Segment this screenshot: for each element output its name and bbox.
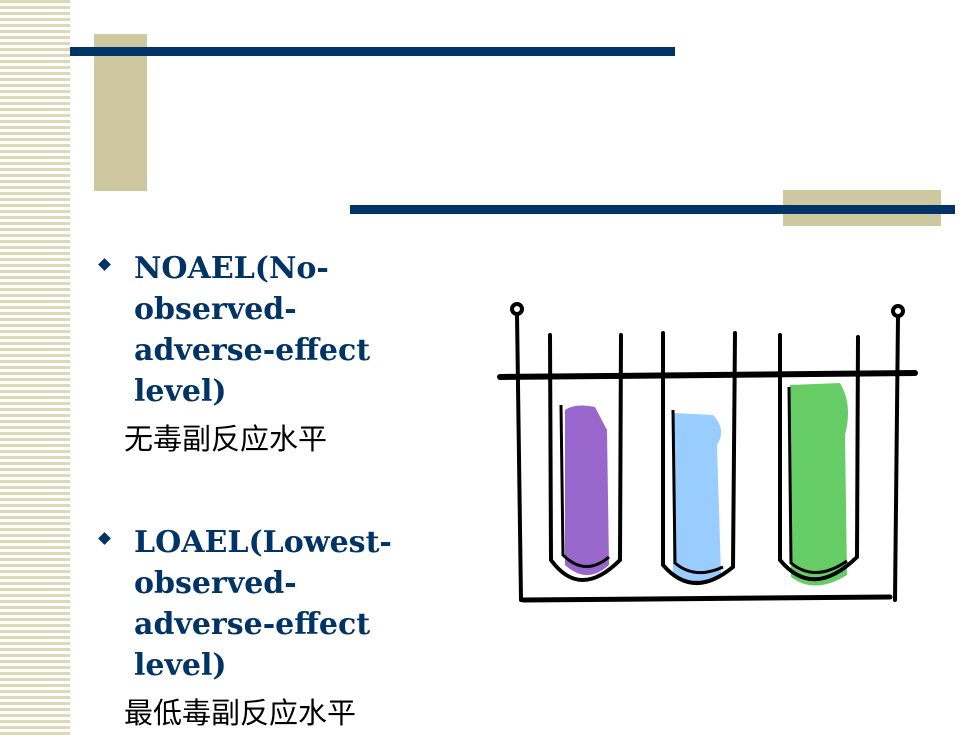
bullet-text: LOAEL(Lowest-observed-adverse-effect lev… xyxy=(134,525,392,683)
tube-outline xyxy=(548,333,623,582)
left-accent-block xyxy=(94,34,147,191)
diamond-bullet-icon xyxy=(98,258,111,271)
purple-liquid xyxy=(565,405,609,575)
bullet-item-noael: NOAEL(No-observed-adverse-effect level) … xyxy=(98,248,434,458)
bullet-list: NOAEL(No-observed-adverse-effect level) … xyxy=(98,248,434,732)
bullet-subtext: 最低毒副反应水平 xyxy=(124,696,357,730)
blue-liquid xyxy=(673,413,722,583)
top-title-bar-overlay xyxy=(94,47,147,56)
bullet-subtext: 无毒副反应水平 xyxy=(124,422,328,456)
bullet-item-loael: LOAEL(Lowest-observed-adverse-effect lev… xyxy=(98,522,434,732)
bullet-text: NOAEL(No-observed-adverse-effect level) xyxy=(134,251,371,409)
diamond-bullet-icon xyxy=(98,532,111,545)
mid-divider-bar xyxy=(350,205,955,214)
tube-outline xyxy=(661,331,737,585)
tube-outline xyxy=(778,333,860,582)
test-tube-rack-illustration xyxy=(497,302,918,603)
top-title-bar xyxy=(70,47,675,56)
decorative-stripes xyxy=(0,0,70,735)
green-liquid xyxy=(790,383,849,586)
